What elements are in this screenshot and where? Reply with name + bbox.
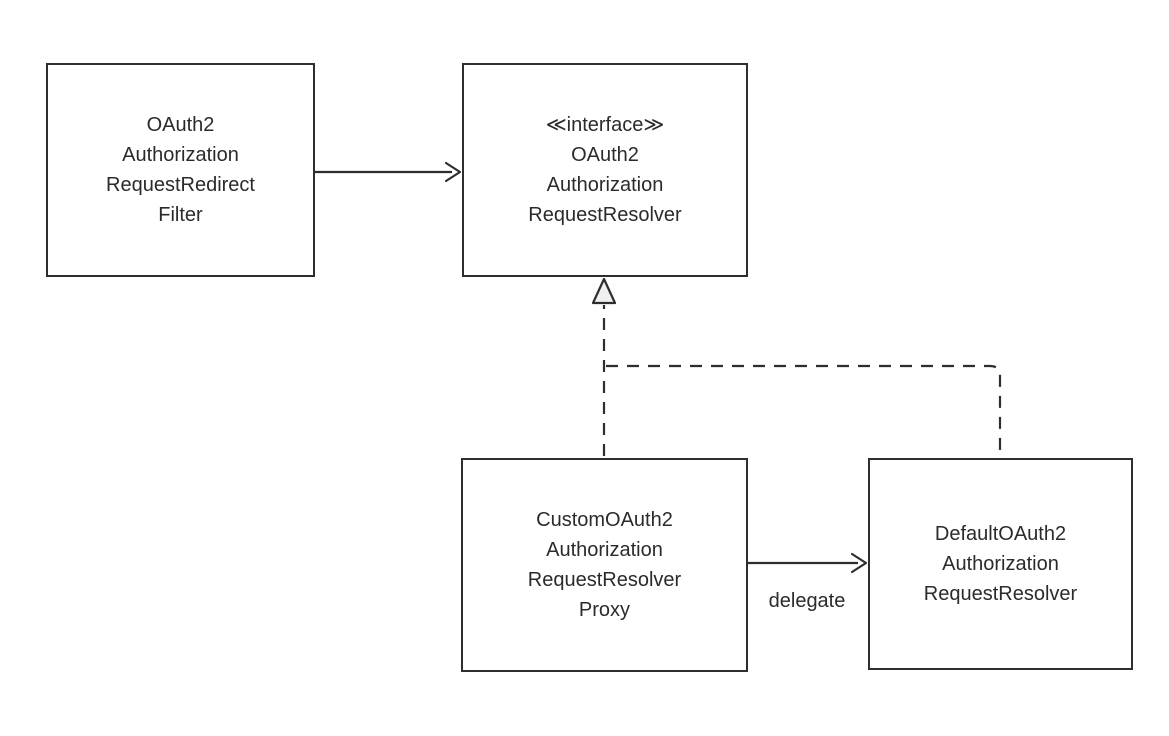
node-label: ≪interface≫ OAuth2 Authorization Request… bbox=[528, 114, 682, 226]
edge-default-realization-line bbox=[606, 364, 1002, 456]
arrowhead-open-right-icon bbox=[850, 552, 868, 574]
node-interface-oauth2-authorization-request-resolver: ≪interface≫ OAuth2 Authorization Request… bbox=[462, 63, 748, 277]
edge-delegate-label: delegate bbox=[768, 590, 846, 612]
node-default-oauth2-authorization-request-resolver: DefaultOAuth2 Authorization RequestResol… bbox=[868, 458, 1133, 670]
node-label: CustomOAuth2 Authorization RequestResolv… bbox=[527, 509, 682, 621]
edge-filter-to-interface bbox=[315, 161, 462, 183]
node-label: DefaultOAuth2 Authorization RequestResol… bbox=[923, 523, 1078, 605]
edge-default-realizes-interface bbox=[606, 364, 1002, 456]
hollow-triangle-icon bbox=[591, 277, 617, 305]
arrowhead-open-right-icon bbox=[444, 161, 462, 183]
node-custom-oauth2-authorization-request-resolver-proxy: CustomOAuth2 Authorization RequestResolv… bbox=[461, 458, 748, 672]
node-oauth2-authorization-request-redirect-filter: OAuth2 Authorization RequestRedirect Fil… bbox=[46, 63, 315, 277]
edge-custom-to-default bbox=[748, 552, 868, 574]
edge-custom-realizes-interface bbox=[591, 277, 617, 456]
node-label: OAuth2 Authorization RequestRedirect Fil… bbox=[106, 114, 255, 226]
